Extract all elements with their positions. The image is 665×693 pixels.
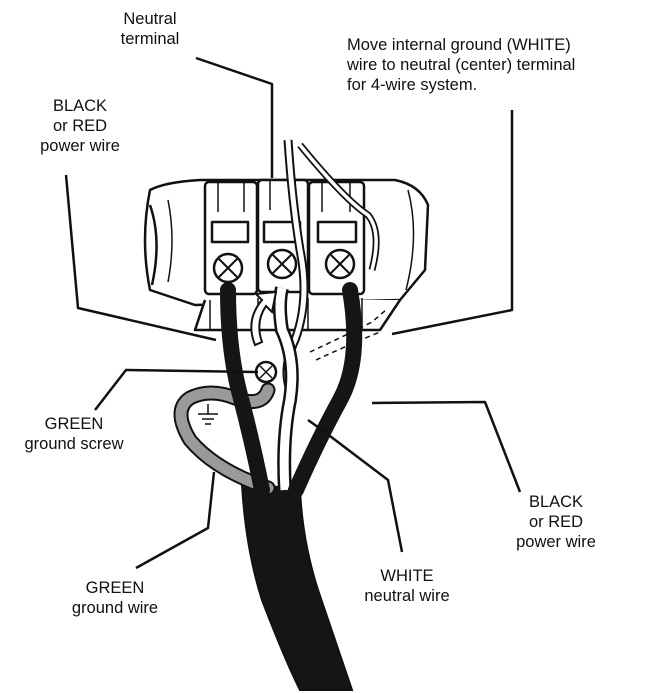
leader-lines [64, 56, 522, 570]
label-black-or-red-right: BLACK or RED power wire [516, 493, 596, 551]
label-move-internal-ground: Move internal ground (WHITE) wire to neu… [347, 36, 576, 94]
ground-symbol-icon [198, 404, 218, 425]
label-green-ground-screw: GREEN ground screw [24, 415, 124, 453]
internal-ground-wire [282, 139, 387, 392]
cable-jacket [240, 483, 354, 691]
leader-green-ground-wire [135, 471, 216, 570]
leader-black-or-red-right [371, 400, 522, 493]
leader-green-ground-screw [94, 368, 259, 411]
label-neutral-terminal: Neutral terminal [120, 10, 180, 48]
terminal-screws [212, 248, 356, 284]
leader-neutral-terminal [195, 56, 274, 178]
black-power-wires [220, 282, 363, 498]
label-black-or-red-top: BLACK or RED power wire [40, 97, 120, 155]
leader-move-internal-ground [391, 110, 514, 336]
ground-screw [254, 360, 278, 384]
white-neutral-wire [273, 286, 299, 491]
leader-black-or-red-top [64, 174, 217, 342]
label-green-ground-wire: GREEN ground wire [71, 579, 159, 617]
relocation-arrow [250, 290, 278, 347]
leader-white-neutral-wire [307, 418, 404, 553]
label-white-neutral-wire: WHITE neutral wire [364, 567, 450, 605]
